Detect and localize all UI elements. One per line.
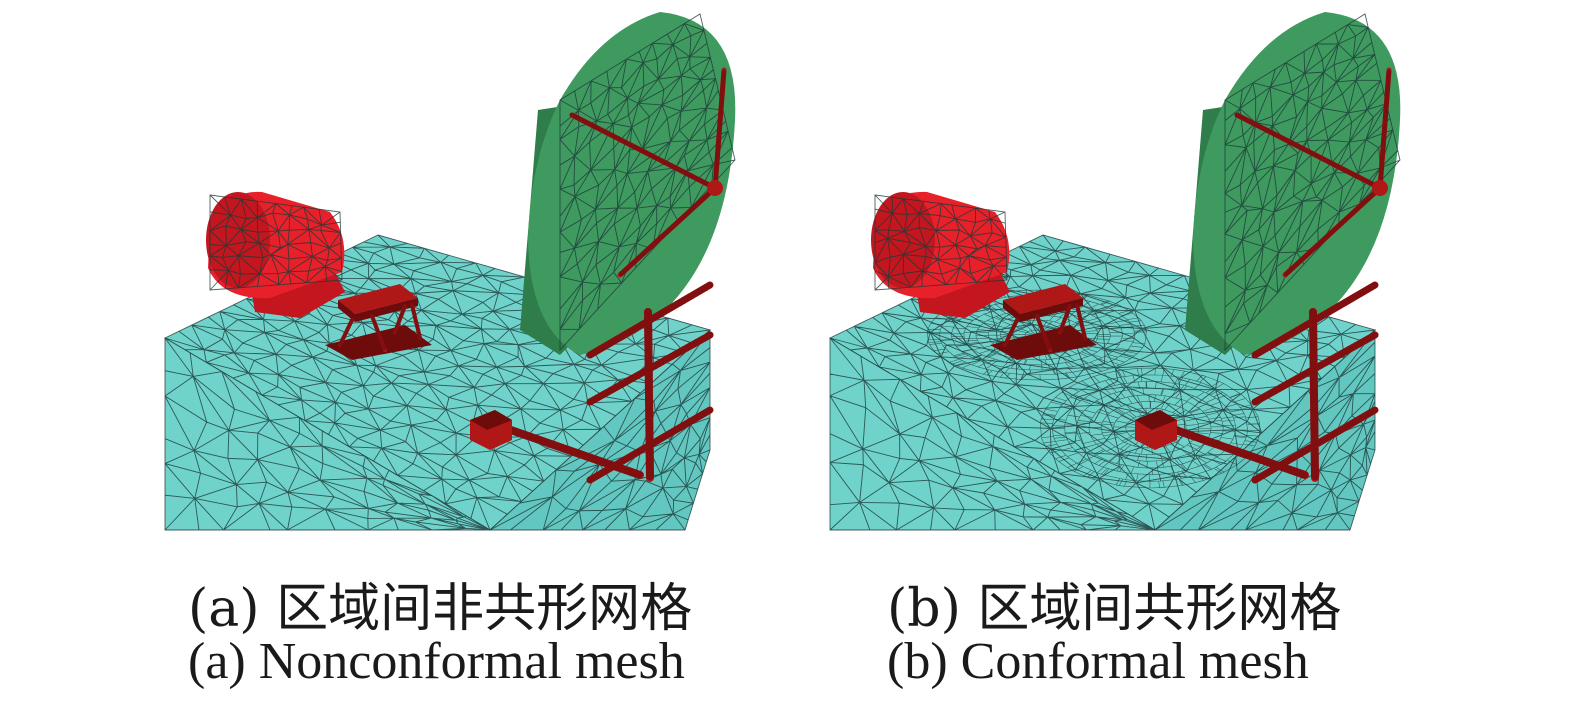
dish-antenna-mesh [520,12,736,355]
panel-b: (b) 区域间共形网格 (b) Conformal mesh [665,0,1425,709]
caption-b-english: (b) Conformal mesh [887,633,1309,690]
scene-conformal [829,12,1401,531]
antenna-rods-mesh [1135,281,1379,484]
antenna-rods-mesh [470,281,714,484]
stand-mesh [990,284,1097,360]
dish-antenna-mesh [1185,12,1401,355]
motor-mesh [206,191,345,318]
panel-a: (a) 区域间非共形网格 (a) Nonconformal mesh [0,0,760,709]
motor-mesh [871,191,1010,318]
caption-a-chinese: (a) 区域间非共形网格 [188,579,693,639]
caption-b-chinese: (b) 区域间共形网格 [887,579,1342,639]
stand-mesh [325,284,432,360]
scene-nonconformal [164,12,736,531]
caption-a-english: (a) Nonconformal mesh [188,633,685,690]
